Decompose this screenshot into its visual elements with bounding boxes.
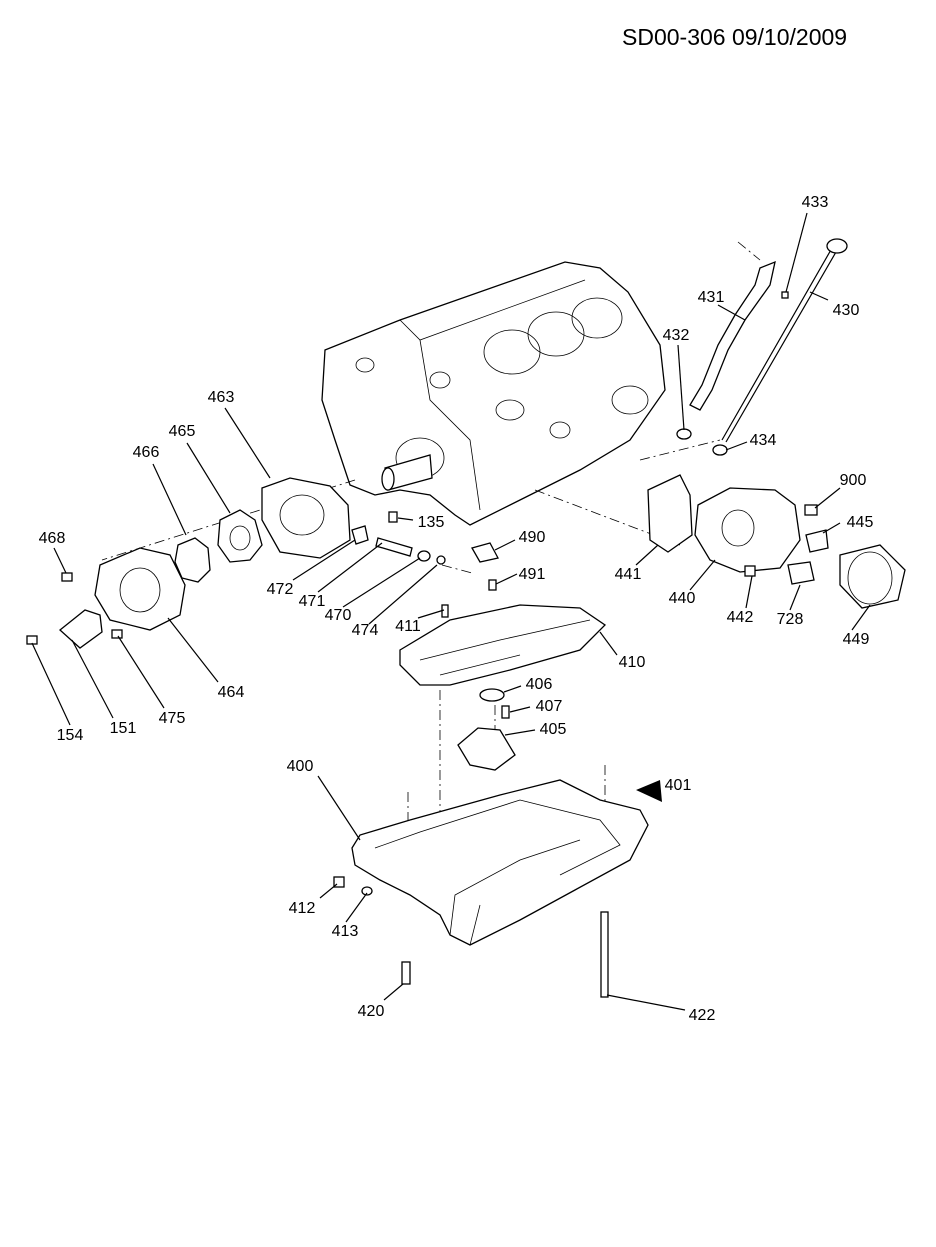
callout-422: 422 (688, 1007, 716, 1024)
callout-406: 406 (525, 676, 553, 693)
oil-pump-cover (261, 477, 351, 559)
callout-407: 407 (535, 698, 563, 715)
callout-412: 412 (288, 900, 316, 917)
callout-445: 445 (846, 514, 874, 531)
oil-pan (351, 779, 649, 946)
callout-442: 442 (726, 609, 754, 626)
callout-432: 432 (662, 327, 690, 344)
callout-135: 135 (417, 514, 445, 531)
callout-401: 401 (664, 777, 692, 794)
callout-490: 490 (518, 529, 546, 546)
callout-420: 420 (357, 1003, 385, 1020)
callout-441: 441 (614, 566, 642, 583)
callout-400: 400 (286, 758, 314, 775)
callout-430: 430 (832, 302, 860, 319)
callout-471: 471 (298, 593, 326, 610)
callout-475: 475 (158, 710, 186, 727)
callout-464: 464 (217, 684, 245, 701)
callout-474: 474 (351, 622, 379, 639)
engine-block (321, 261, 666, 526)
callout-472: 472 (266, 581, 294, 598)
callout-449: 449 (842, 631, 870, 648)
callout-440: 440 (668, 590, 696, 607)
callout-413: 413 (331, 923, 359, 940)
callout-433: 433 (801, 194, 829, 211)
callout-468: 468 (38, 530, 66, 547)
callout-431: 431 (697, 289, 725, 306)
callout-470: 470 (324, 607, 352, 624)
callout-463: 463 (207, 389, 235, 406)
callout-491: 491 (518, 566, 546, 583)
callout-154: 154 (56, 727, 84, 744)
leader-lines (31, 212, 871, 1011)
callout-405: 405 (539, 721, 567, 738)
drawing-id: SD00-306 09/10/2009 (622, 24, 848, 50)
callout-410: 410 (618, 654, 646, 671)
callout-465: 465 (168, 423, 196, 440)
callout-900: 900 (839, 472, 867, 489)
callout-151: 151 (109, 720, 137, 737)
callout-411: 411 (395, 618, 421, 635)
callout-434: 434 (749, 432, 777, 449)
callout-466: 466 (132, 444, 160, 461)
callout-728: 728 (776, 611, 804, 628)
